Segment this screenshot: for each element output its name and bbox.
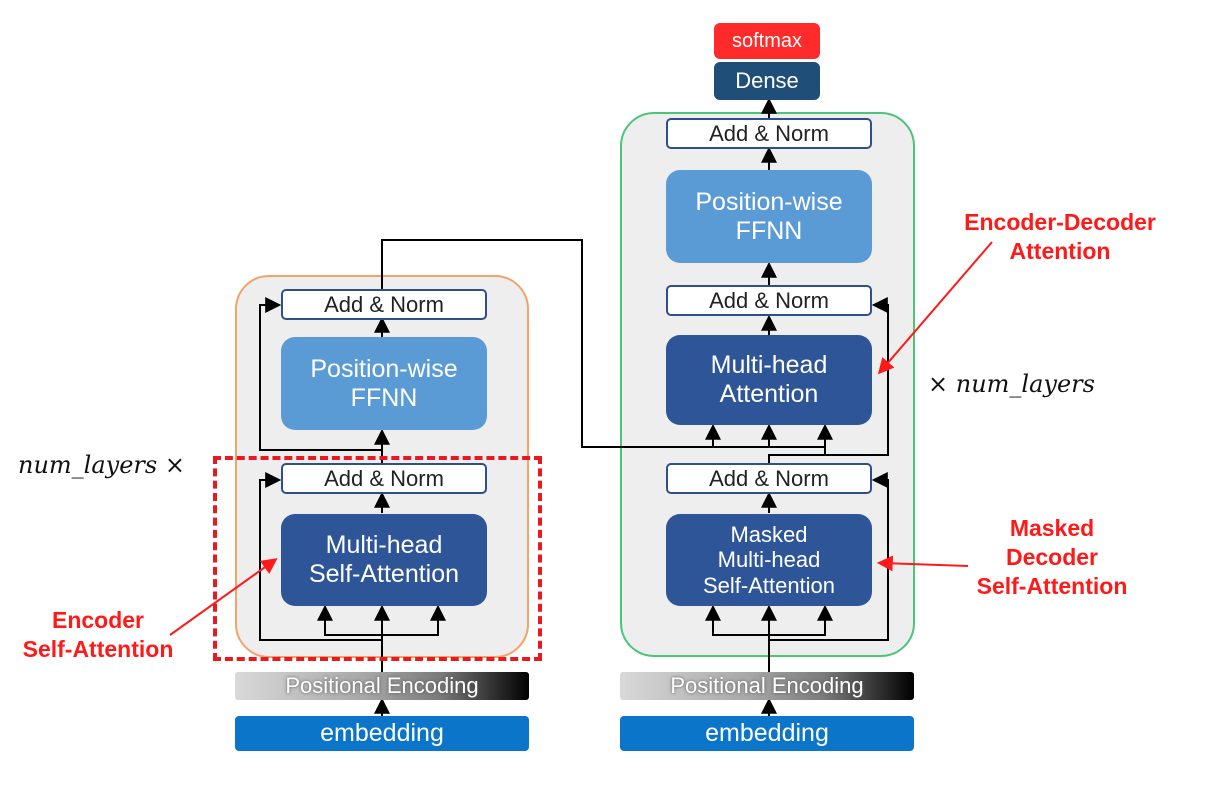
enc-to-dec-line <box>381 239 825 448</box>
encoder-self-attention-highlight <box>213 456 542 661</box>
annot-arrow-masked <box>876 555 969 572</box>
decoder-cross-attention-block: Multi-head Attention <box>666 335 872 425</box>
decoder-softmax: softmax <box>714 23 820 59</box>
enc-residual-2 <box>259 297 382 451</box>
decoder-num-layers-label: × num_layers <box>928 370 1095 398</box>
encoder-add-norm-top: Add & Norm <box>281 289 487 320</box>
encoder-add-norm-bottom: Add & Norm <box>281 463 487 494</box>
dec-qkv-left <box>705 604 769 636</box>
encoder-positional-encoding: Positional Encoding <box>235 672 529 700</box>
encoder-num-layers-label: num_layers × <box>18 451 185 479</box>
enc-qkv-left <box>317 604 382 636</box>
decoder-embedding: embedding <box>620 716 914 751</box>
decoder-add-norm-top: Add & Norm <box>666 118 872 149</box>
annot-arrow-encoder-self <box>169 558 278 636</box>
decoder-add-norm-bottom: Add & Norm <box>666 463 872 494</box>
decoder-add-norm-mid: Add & Norm <box>666 285 872 316</box>
annotation-encoder-decoder-attention: Encoder-Decoder Attention <box>964 209 1156 264</box>
dec-residual-2 <box>768 297 889 463</box>
decoder-positional-encoding: Positional Encoding <box>620 672 914 700</box>
annotation-encoder-self-attention: Encoder Self-Attention <box>22 607 174 662</box>
encoder-embedding: embedding <box>235 716 529 751</box>
decoder-dense: Dense <box>714 62 820 100</box>
encoder-self-attention-block: Multi-head Self-Attention <box>281 514 487 606</box>
decoder-ffnn-block: Position-wise FFNN <box>666 170 872 263</box>
annot-arrow-enc-dec <box>877 241 993 375</box>
encoder-positional-encoding-label: Positional Encoding <box>285 673 479 699</box>
annotation-masked-decoder-self-attention: Masked Decoder Self-Attention <box>976 515 1128 599</box>
decoder-masked-attention-block: Masked Multi-head Self-Attention <box>666 514 872 606</box>
enc-qkv-right <box>382 604 446 636</box>
decoder-positional-encoding-label: Positional Encoding <box>670 673 864 699</box>
dec-qkv-right <box>769 604 833 636</box>
encoder-ffnn-block: Position-wise FFNN <box>281 337 487 430</box>
